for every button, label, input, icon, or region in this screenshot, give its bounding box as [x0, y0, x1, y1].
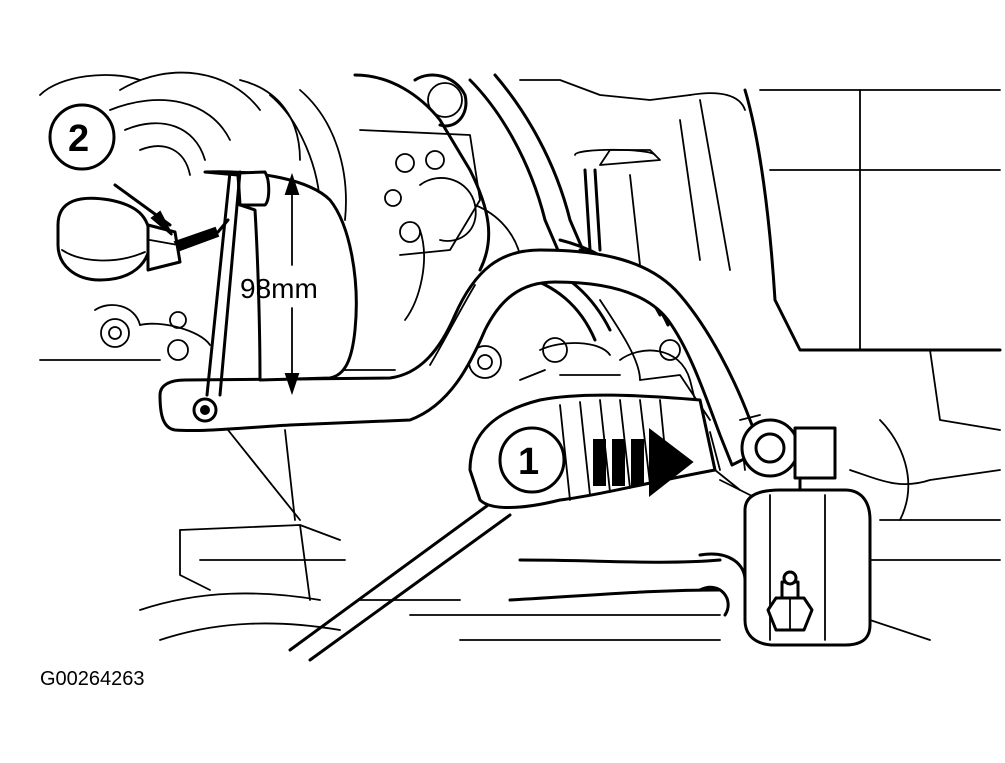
dimension-label: 98mm [240, 273, 318, 304]
callout-1-label: 1 [518, 441, 539, 483]
callout-2: 2 [48, 103, 116, 171]
figure-id: G00264263 [40, 668, 145, 690]
direction-arrow-1 [593, 427, 694, 498]
callout-2-label: 2 [68, 118, 89, 160]
callout-1: 1 [498, 426, 566, 494]
pointer-arrow-2 [113, 183, 230, 252]
gauge-rod [192, 170, 246, 423]
bolt-knob [56, 196, 182, 282]
anti-roll-bar [158, 248, 764, 467]
background-engine-linework [39, 71, 1002, 641]
upper-bracket [203, 170, 358, 382]
dimension-98mm: 98mm [240, 172, 318, 396]
lock-nut [766, 570, 814, 632]
